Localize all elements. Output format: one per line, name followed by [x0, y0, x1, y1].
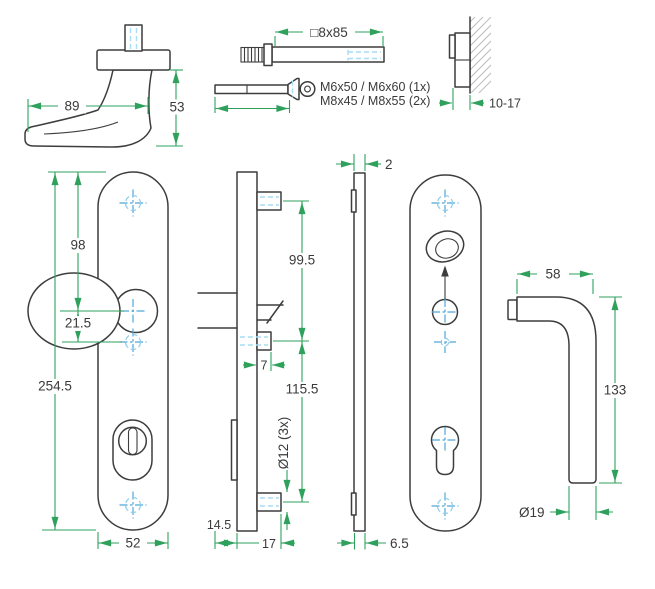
dim-7-label: 7 [261, 359, 268, 373]
spindle-fixing-view: □8x85 M6x50 / M6x60 (1x) M8x45 / M8x55 (… [214, 25, 430, 113]
spindle-collar [263, 43, 273, 67]
dim-133-label: 133 [604, 383, 627, 398]
screw-spec-line-1: M6x50 / M6x60 (1x) [320, 80, 430, 94]
cover-clip-top [350, 189, 357, 213]
dim-10-17-label: 10-17 [489, 97, 521, 111]
dim-52-label: 52 [125, 536, 140, 551]
inner-plate-view [409, 174, 482, 532]
dim-58-label: 58 [545, 267, 560, 282]
dim-254-5-label: 254.5 [38, 379, 72, 394]
handle-side-view: 89 53 [24, 24, 191, 148]
dim-17-label: 17 [262, 537, 276, 551]
dim-14-5-label: 14.5 [207, 518, 231, 532]
handle-rose-flange [96, 49, 171, 71]
euro-keyhole [430, 425, 460, 476]
dim-98-label: 98 [70, 238, 85, 253]
mounting-bolt-head [287, 77, 300, 101]
dim-2-label: 2 [385, 157, 393, 172]
dim-53-label: 53 [169, 100, 184, 115]
small-center-mark [434, 331, 456, 353]
cover-plate-profile [353, 172, 366, 532]
wall-section-view: 10-17 [439, 16, 521, 111]
dim-boss-dia-label: Ø12 (3x) [276, 417, 291, 470]
fitting-section-tab [448, 34, 456, 59]
profile-cylinder-hole [112, 419, 153, 481]
dim-115-5-label: 115.5 [286, 382, 319, 397]
plate-front-view: 254.5 98 21.5 52 [27, 171, 169, 551]
plate-profile-outline [236, 171, 258, 532]
dim-6-5-label: 6.5 [390, 536, 409, 551]
handle-front-view: 58 133 Ø19 [507, 266, 633, 520]
handle-end-cap [507, 299, 518, 321]
dim-99-5-label: 99.5 [289, 253, 315, 268]
bolt-end-view [299, 80, 316, 98]
dim-89-label: 89 [64, 99, 79, 114]
cylinder-ring [425, 230, 465, 263]
cover-clip-bottom [350, 492, 357, 516]
spindle-shaft [271, 46, 385, 63]
spindle-thread [240, 46, 265, 63]
screw-spec-line-2: M8x45 / M8x55 (2x) [320, 94, 430, 108]
mounting-bolt-shaft [214, 84, 289, 95]
handle-grip-crease [43, 121, 119, 135]
plate-profile-view: 99.5 115.5 Ø12 (3x) 7 14.5 17 [197, 171, 324, 551]
dim-spindle-label: □8x85 [310, 25, 347, 40]
screw-boss-middle [256, 331, 272, 351]
spindle-center-mark [121, 299, 145, 323]
screw-boss-bottom [256, 492, 282, 512]
assembly-arrow [441, 265, 449, 299]
dim-19-label: Ø19 [519, 505, 545, 520]
screw-boss-top [256, 191, 282, 211]
lever-handle-outline [516, 296, 597, 484]
dim-21-5-label: 21.5 [65, 316, 91, 331]
spindle-break [256, 300, 284, 324]
spindle-stub [124, 24, 143, 52]
cylinder-bump [230, 419, 238, 481]
handle-body-outline [24, 69, 153, 148]
cover-profile-view: 2 6.5 [336, 154, 409, 551]
